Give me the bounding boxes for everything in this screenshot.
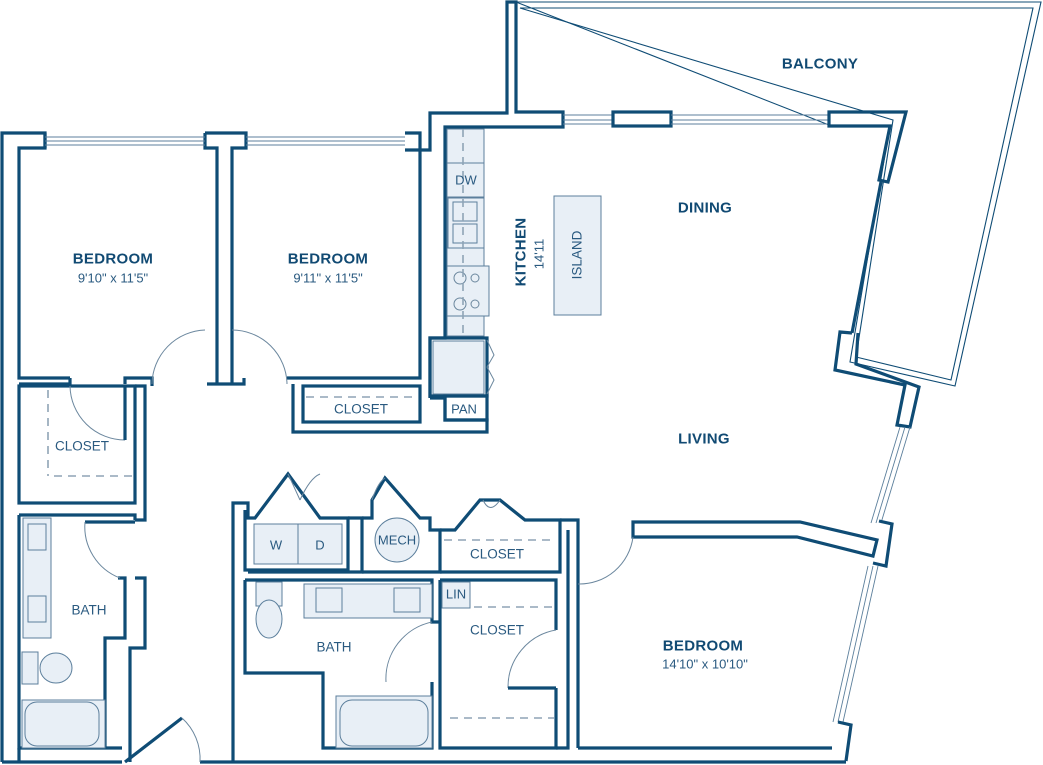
closet-bedroom-2-label: CLOSET [333,401,389,417]
closet-bedroom-1-label: CLOSET [54,438,110,454]
bath-1-walls [17,513,201,764]
mech-label: MECH [377,532,417,548]
bedroom-1-label: BEDROOM [72,250,154,268]
utility-walls [231,471,580,762]
pantry-label: PAN [451,401,477,417]
bedroom-2-label: BEDROOM [287,250,369,268]
bedroom-2-dimension: 9'11" x 11'5" [293,270,363,286]
balcony-label: BALCONY [781,55,859,73]
door-swings [69,329,288,441]
bath-2-label: BATH [316,639,352,655]
closet-master-label: CLOSET [469,622,525,638]
master-bedroom-walls [577,520,879,750]
bedroom-1-dimension: 9'10" x 11'5" [77,270,149,286]
living-label: LIVING [678,430,730,448]
kitchen-dimension: 14'11 [531,238,547,270]
interior-walls [17,128,602,522]
dining-label: DINING [677,199,733,217]
closet-hall-label: CLOSET [469,546,525,562]
island-label: ISLAND [569,230,585,280]
bedroom-3-dimension: 14'10" x 10'10" [662,656,748,672]
bedroom-3-label: BEDROOM [662,637,744,655]
closet-dashes [47,390,416,477]
kitchen-label: KITCHEN [512,217,530,287]
dishwasher-label: DW [455,172,477,188]
bath-1-label: BATH [71,602,107,618]
balcony-outline [515,1,1042,387]
washer-label: W [269,537,283,553]
bath-2-walls [243,578,558,750]
linen-label: LIN [445,586,467,602]
dryer-label: D [315,537,325,553]
